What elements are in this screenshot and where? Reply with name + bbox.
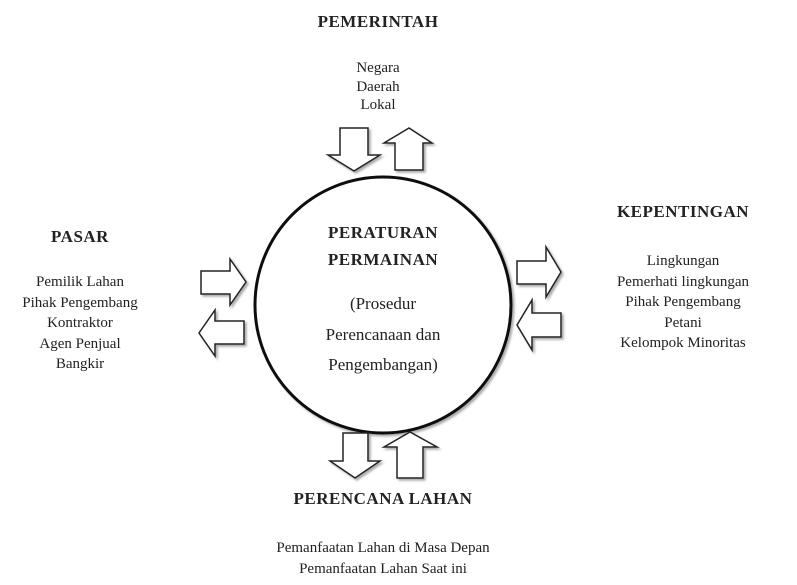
arrow-up-icon	[381, 127, 435, 171]
interests-list: Lingkungan Pemerhati lingkungan Pihak Pe…	[617, 251, 749, 354]
market-heading: PASAR	[51, 227, 109, 246]
government-heading: PEMERINTAH	[317, 12, 439, 31]
arrow-left-icon	[198, 307, 245, 359]
list-item: Negara	[356, 60, 400, 76]
list-item: Lingkungan	[646, 253, 720, 269]
list-item: Kontraktor	[47, 315, 113, 331]
government-list: Negara Daerah Lokal	[356, 58, 399, 116]
list-item: Bangkir	[55, 356, 105, 372]
land-planner-heading: PERENCANA LAHAN	[293, 489, 473, 508]
list-item: Pihak Pengembang	[625, 294, 741, 310]
list-item: Pemanfaatan Lahan di Masa Depan	[276, 540, 490, 556]
arrow-right-icon	[200, 256, 247, 308]
arrow-left-icon	[516, 297, 562, 353]
center-title-line1: PERATURAN	[328, 223, 438, 242]
list-item: Petani	[664, 314, 702, 331]
arrow-right-icon	[516, 244, 562, 300]
arrow-down-icon	[325, 127, 383, 172]
list-item: Pemerhati lingkungan	[616, 273, 750, 290]
interests-heading: KEPENTINGAN	[616, 202, 750, 221]
land-planner-list: Pemanfaatan Lahan di Masa Depan Pemanfaa…	[276, 538, 489, 579]
arrow-up-icon	[381, 431, 440, 479]
list-item: Agen Penjual	[39, 335, 121, 352]
list-item: Lokal	[360, 97, 396, 113]
list-item: Pemanfaatan Lahan Saat ini	[299, 560, 467, 577]
center-title-line2: PERMAINAN	[327, 250, 439, 269]
list-item: Pemilik Lahan	[36, 274, 124, 290]
list-item: Daerah	[356, 78, 400, 95]
arrow-down-icon	[327, 432, 383, 479]
center-subtitle-line2: Perencanaan dan	[325, 325, 441, 344]
center-subtitle-line3: Pengembangan)	[328, 355, 438, 374]
center-subtitle-line1: (Prosedur	[349, 294, 417, 313]
list-item: Pihak Pengembang	[22, 294, 138, 311]
list-item: Kelompok Minoritas	[620, 335, 746, 351]
central-circle	[253, 175, 513, 435]
market-list: Pemilik Lahan Pihak Pengembang Kontrakto…	[22, 272, 137, 375]
